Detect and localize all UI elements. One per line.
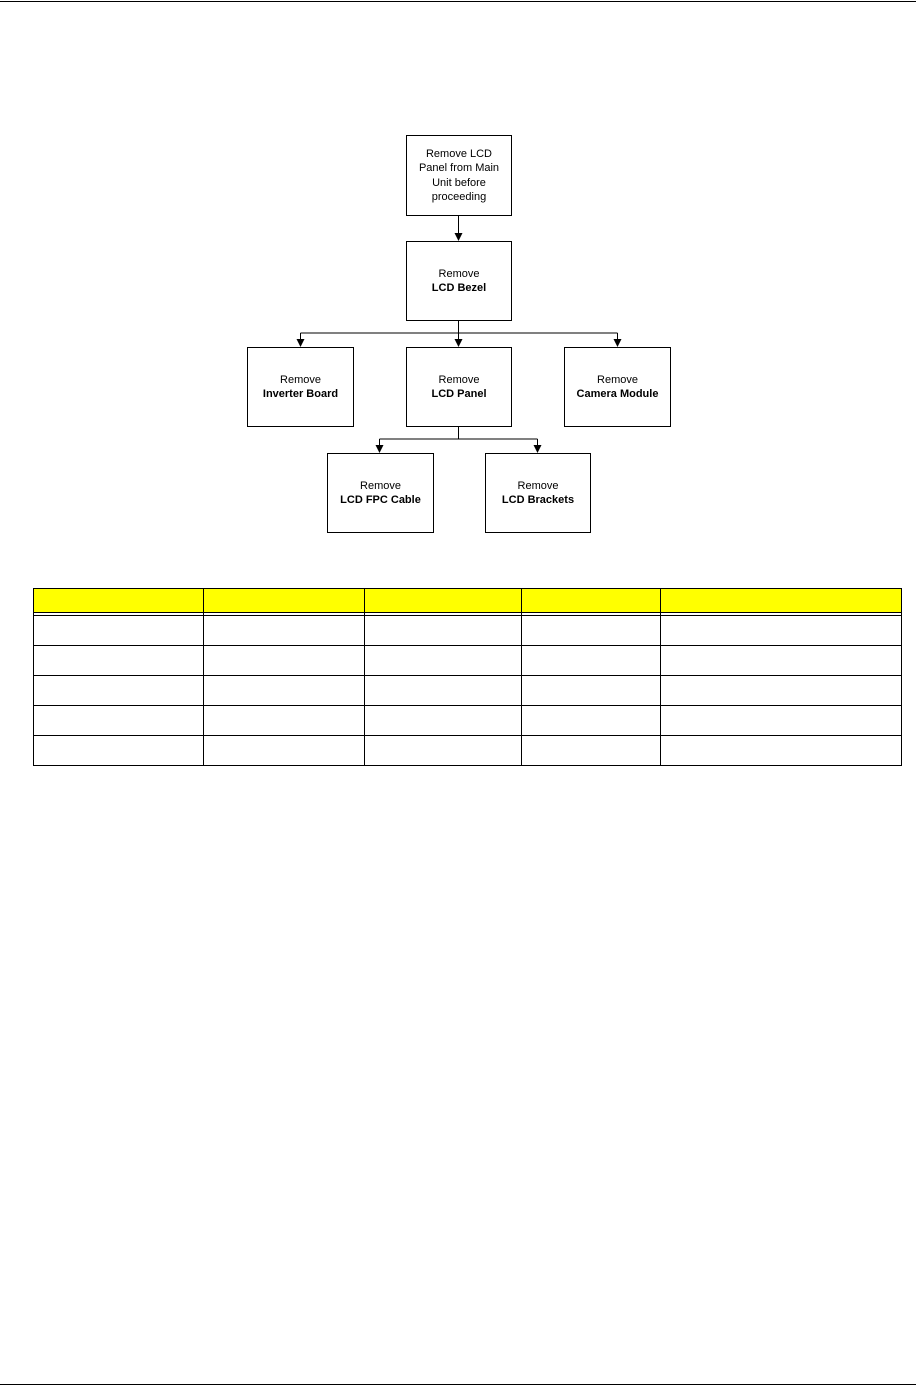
table-cell <box>33 735 204 766</box>
flow-box-lcd-bezel: Remove LCD Bezel <box>406 241 512 321</box>
table-spacer <box>33 612 902 616</box>
table-cell <box>203 645 365 676</box>
table-row <box>33 705 902 736</box>
table-cell <box>660 705 902 736</box>
table-cell <box>364 645 522 676</box>
table-row <box>33 735 902 766</box>
table-cell <box>521 675 661 706</box>
table-cell <box>33 615 204 646</box>
fpc-action: Remove <box>360 479 401 492</box>
disassembly-flowchart <box>296 216 622 453</box>
table-cell <box>660 675 902 706</box>
start-line-2: Panel from Main <box>418 162 500 174</box>
table-cell <box>660 735 902 766</box>
table-header-cell <box>364 588 522 613</box>
inverter-action: Remove <box>280 373 321 386</box>
table-cell <box>521 615 661 646</box>
camera-action: Remove <box>597 373 638 386</box>
bezel-action: Remove <box>438 267 480 280</box>
bezel-target: LCD Bezel <box>431 282 487 294</box>
table-cell <box>203 615 365 646</box>
screw-list-table <box>33 588 902 766</box>
start-line-3: Unit before <box>432 176 486 189</box>
start-line-1: Remove LCD <box>425 147 493 160</box>
table-cell <box>521 705 661 736</box>
table-header-cell <box>521 588 661 613</box>
camera-target: Camera Module <box>576 388 659 400</box>
table-header-cell <box>660 588 902 613</box>
table-cell <box>364 705 522 736</box>
table-cell <box>203 735 365 766</box>
table-cell <box>364 675 522 706</box>
table-cell <box>364 615 522 646</box>
table-cell <box>203 705 365 736</box>
flow-box-lcd-panel: Remove LCD Panel <box>406 347 512 427</box>
inverter-target: Inverter Board <box>262 388 339 400</box>
table-header-cell <box>33 588 204 613</box>
header-rule <box>0 1 916 2</box>
fpc-target: LCD FPC Cable <box>340 494 421 506</box>
table-row <box>33 615 902 646</box>
table-cell <box>521 645 661 676</box>
flow-box-lcd-fpc-cable: Remove LCD FPC Cable <box>327 453 434 533</box>
panel-target: LCD Panel <box>431 388 487 400</box>
brackets-target: LCD Brackets <box>501 494 575 506</box>
table-header-row <box>33 588 902 613</box>
table-cell <box>33 705 204 736</box>
table-cell <box>521 735 661 766</box>
panel-action: Remove <box>438 373 480 386</box>
table-cell <box>660 645 902 676</box>
flow-box-inverter-board: Remove Inverter Board <box>247 347 354 427</box>
table-row <box>33 675 902 706</box>
table-cell <box>33 645 204 676</box>
table-cell <box>660 615 902 646</box>
table-header-cell <box>203 588 365 613</box>
table-cell <box>364 735 522 766</box>
start-line-4: proceeding <box>431 191 487 203</box>
footer-rule <box>0 1384 916 1385</box>
table-cell <box>33 675 204 706</box>
flow-box-start: Remove LCD Panel from Main Unit before p… <box>406 135 512 216</box>
flow-box-lcd-brackets: Remove LCD Brackets <box>485 453 591 533</box>
flow-box-camera-module: Remove Camera Module <box>564 347 671 427</box>
brackets-action: Remove <box>517 479 559 492</box>
table-row <box>33 645 902 676</box>
table-cell <box>203 675 365 706</box>
